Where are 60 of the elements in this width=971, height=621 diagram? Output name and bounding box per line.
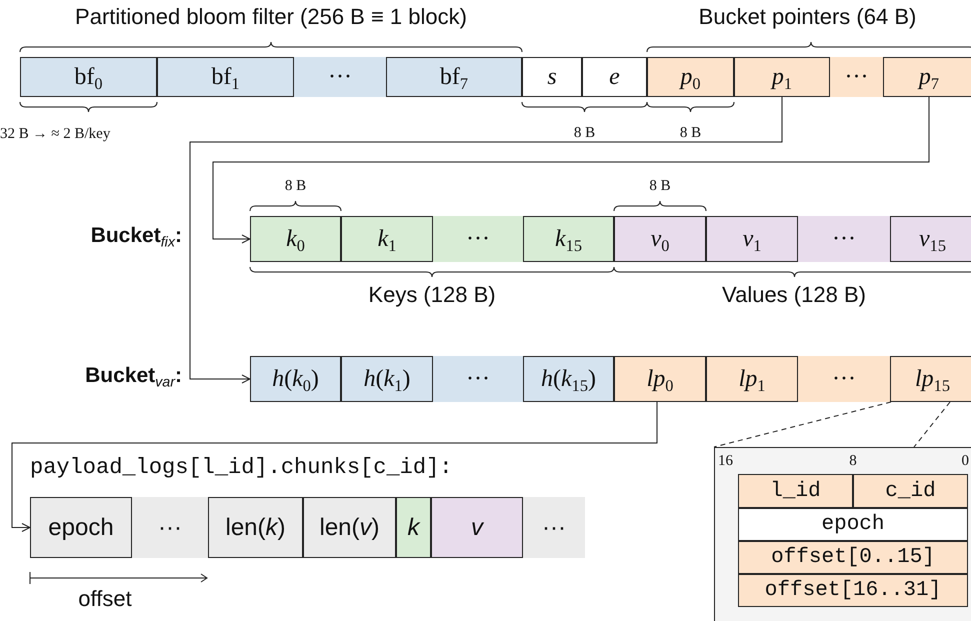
field-cell: epoch (30, 497, 132, 558)
field-cell: k$_{15}$ (523, 216, 614, 262)
pointer-arrow (190, 96, 782, 384)
size-label: 8 B (678, 125, 702, 142)
size-label: 8 B (648, 178, 672, 195)
field-cell: p$_{0}$ (647, 57, 734, 97)
section-heading: Partitioned bloom filter (256 B ≡ 1 block) (74, 4, 468, 30)
detail-panel (714, 447, 971, 621)
field-cell: offset[16..31] (738, 574, 968, 607)
field-cell: bf$_{7}$ (386, 57, 522, 97)
bit-index: 8 (848, 453, 858, 470)
field-cell: c_id (853, 474, 968, 508)
section-heading: Bucket pointers (64 B) (698, 4, 918, 30)
field-cell: lp$_{0}$ (614, 356, 706, 402)
size-label: 8 B (284, 178, 308, 195)
field-cell: v$_{0}$ (614, 216, 706, 262)
field-cell: epoch (738, 508, 968, 541)
field-cell: e (582, 57, 647, 97)
struct-heading: payload_logs[l_id].chunks[c_id]: (30, 455, 454, 480)
field-cell: v$_{1}$ (706, 216, 798, 262)
field-cell: bf$_{1}$ (157, 57, 294, 97)
field-cell: h(k$_{0}$) (250, 356, 341, 402)
row-label: Bucket$_{fix}$: (90, 224, 182, 248)
field-cell: lp$_{1}$ (706, 356, 798, 402)
ellipsis-band: ··· (132, 497, 208, 558)
field-cell: v (431, 497, 523, 558)
ellipsis-band: ··· (433, 216, 523, 262)
field-cell: k (396, 497, 431, 558)
field-cell: p$_{7}$ (883, 57, 971, 97)
field-cell: lp$_{15}$ (890, 356, 971, 402)
field-cell: l_id (738, 474, 853, 508)
bit-index: 0 (960, 453, 969, 470)
zoom-guide-line (914, 402, 950, 448)
field-cell: len(k) (208, 497, 303, 558)
field-cell: p$_{1}$ (734, 57, 830, 97)
size-label: 8 B (572, 125, 596, 142)
brace-label: Keys (128 B) (367, 282, 497, 308)
zoom-guide-line (714, 402, 892, 448)
field-cell: len(v) (303, 497, 396, 558)
ellipsis-band: ··· (294, 57, 386, 97)
pointer-arrow (12, 402, 658, 532)
field-cell: k$_{0}$ (250, 216, 341, 262)
row-label: Bucket$_{var}$: (84, 364, 182, 388)
field-cell: h(k$_{1}$) (341, 356, 433, 402)
ellipsis-band: ··· (798, 356, 890, 402)
field-cell: h(k$_{15}$) (523, 356, 614, 402)
ellipsis-band: ··· (798, 216, 890, 262)
field-cell: offset[0..15] (738, 541, 968, 574)
field-cell: bf$_{0}$ (20, 57, 157, 97)
ellipsis-band: ··· (830, 57, 883, 97)
field-cell: v$_{15}$ (890, 216, 971, 262)
field-cell: s (522, 57, 582, 97)
brace-label: Values (128 B) (721, 282, 867, 308)
dimension-label: offset (77, 586, 133, 612)
ellipsis-band: ··· (523, 497, 585, 558)
pointer-arrow (212, 96, 930, 244)
size-note: 32 B → ≈ 2 B/key (0, 126, 112, 143)
field-cell: k$_{1}$ (341, 216, 433, 262)
ellipsis-band: ··· (433, 356, 523, 402)
bit-index: 16 (718, 453, 734, 470)
